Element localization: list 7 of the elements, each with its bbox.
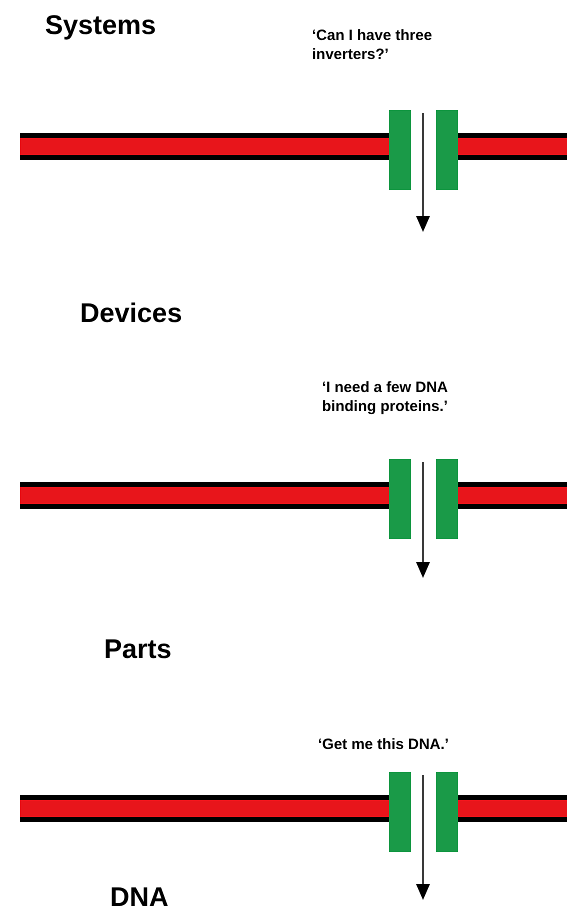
level-title: Parts xyxy=(104,634,172,665)
level-title: Systems xyxy=(45,10,156,41)
level-title: DNA xyxy=(110,882,168,913)
level-title: Devices xyxy=(80,298,182,329)
speech-quote: ‘Can I have three inverters?’ xyxy=(312,26,434,64)
speech-quote: ‘I need a few DNA binding proteins.’ xyxy=(322,378,449,416)
speech-quote: ‘Get me this DNA.’ xyxy=(318,735,450,754)
